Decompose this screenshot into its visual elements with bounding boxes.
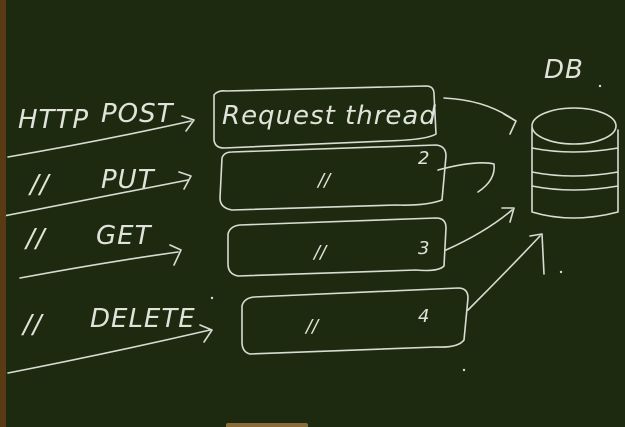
database-cylinder: DB (531, 55, 619, 219)
db-label: DB (544, 55, 584, 85)
chalk-speck (559, 270, 563, 274)
thread-number-4: 4 (418, 306, 429, 327)
thread-label-ditto: // (312, 242, 328, 263)
request-row-post: HTTP POST (7, 99, 195, 158)
chalk-speck (462, 368, 466, 372)
chalkboard: HTTP POST // PUT // GET // DELETE Reques (6, 0, 625, 427)
db-band-3 (531, 185, 619, 191)
thread-box-3: // 3 (227, 217, 447, 277)
thread3-to-db-arrowhead (501, 207, 515, 223)
get-arrow-line (19, 251, 179, 279)
chalk-ledge (226, 423, 308, 427)
row-prefix-ditto: // (28, 170, 52, 200)
get-arrow-head (169, 244, 182, 266)
thread-label-ditto: // (304, 316, 320, 337)
chalk-speck (210, 296, 214, 300)
thread4-to-db-arrowhead (529, 233, 545, 275)
thread-box-2-outline (219, 144, 447, 211)
thread-box-2: // 2 (219, 144, 447, 211)
method-delete-label: DELETE (90, 304, 196, 334)
db-body (531, 127, 619, 219)
request-row-get: // GET (19, 221, 182, 279)
thread-number-2: 2 (418, 148, 429, 169)
thread-box-3-outline (227, 217, 447, 277)
thread-box-1-outline (213, 85, 437, 149)
thread-box-4: // 4 (241, 287, 469, 355)
db-top-ellipse (531, 107, 617, 145)
post-arrow-head (181, 115, 195, 132)
delete-arrow-line (7, 329, 211, 374)
thread-number-3: 3 (418, 238, 429, 259)
thread-box-1: Request thread (213, 85, 437, 149)
row-prefix-ditto: // (21, 310, 45, 340)
request-row-delete: // DELETE (7, 304, 213, 374)
method-get-label: GET (96, 221, 153, 251)
diagram-canvas: HTTP POST // PUT // GET // DELETE Reques (6, 55, 619, 374)
thread-label-ditto: // (316, 170, 332, 191)
thread1-to-db-arrowhead (503, 113, 517, 135)
method-put-label: PUT (101, 165, 156, 195)
chalk-speck (598, 84, 602, 88)
thread4-to-db-arrow (467, 235, 541, 311)
thread2-to-db-arrow (437, 162, 495, 193)
put-arrow-line (6, 179, 189, 217)
method-post-label: POST (101, 99, 175, 129)
thread-box-4-outline (241, 287, 469, 355)
post-arrow-line (7, 120, 192, 158)
row-prefix-http: HTTP (18, 105, 89, 135)
request-row-put: // PUT (6, 165, 192, 217)
row-prefix-ditto: // (24, 224, 48, 254)
delete-arrow-head (199, 324, 213, 343)
db-band-1 (531, 147, 619, 153)
db-band-2 (531, 171, 619, 177)
thread1-to-db-arrow (443, 97, 515, 121)
thread3-to-db-arrow (445, 209, 513, 251)
thread-label-request: Request thread (222, 101, 437, 131)
put-arrow-head (178, 171, 192, 190)
